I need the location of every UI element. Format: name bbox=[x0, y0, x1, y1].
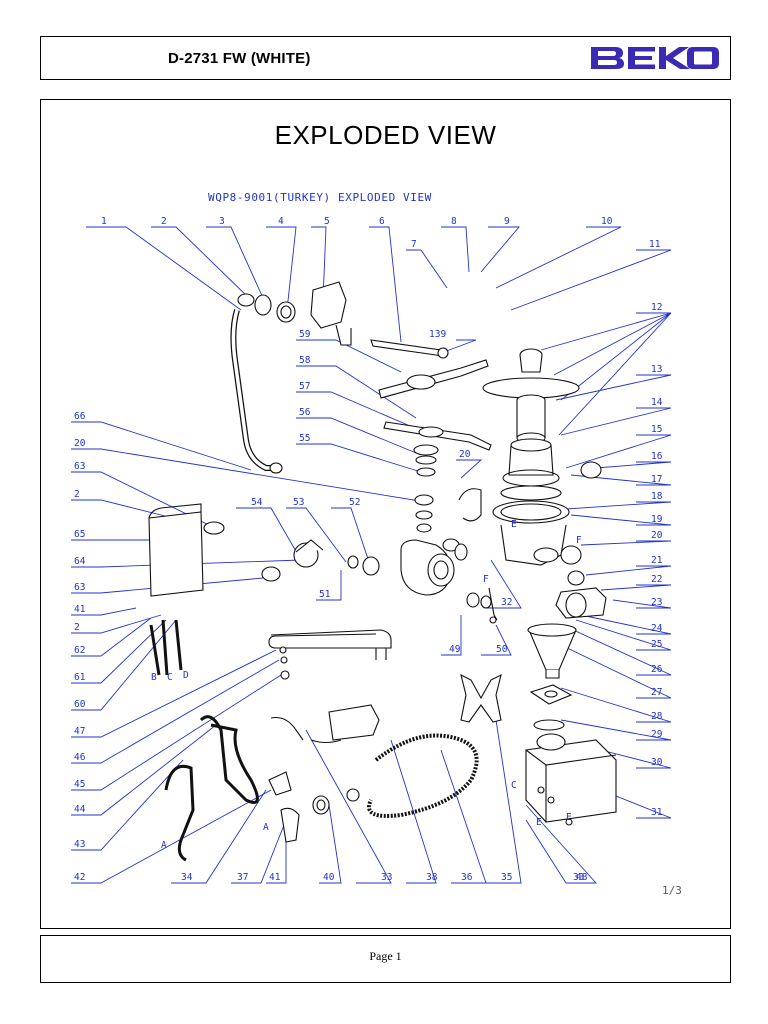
callout-label: 16 bbox=[651, 451, 663, 462]
callout-label: 20 bbox=[74, 438, 86, 449]
callout-label: 39 bbox=[41, 100, 53, 103]
part-letter: F bbox=[483, 574, 489, 585]
callout-label: 19 bbox=[651, 514, 663, 525]
callout-label: 64 bbox=[74, 556, 86, 567]
model-name: D-2731 FW (WHITE) bbox=[168, 50, 311, 67]
callout-label: 5 bbox=[324, 216, 330, 227]
callout-label: 43 bbox=[74, 839, 85, 850]
callout-label: 40 bbox=[323, 872, 335, 883]
page-number: Page 1 bbox=[369, 949, 402, 963]
callout-label: 60 bbox=[74, 699, 86, 710]
callout-label: 29 bbox=[651, 729, 663, 740]
part-letter: C bbox=[167, 672, 173, 683]
callout-label: 37 bbox=[237, 872, 248, 883]
callout-label: 54 bbox=[251, 497, 263, 508]
callout-label: 36 bbox=[461, 872, 473, 883]
callout-label: 4 bbox=[278, 216, 284, 227]
callout-label: 38 bbox=[426, 872, 438, 883]
part-letter: E bbox=[566, 812, 572, 823]
callout-label: 65 bbox=[74, 529, 85, 540]
callout-label: 57 bbox=[299, 381, 310, 392]
callout-label: 61 bbox=[74, 672, 86, 683]
page-fraction: 1/3 bbox=[662, 884, 682, 897]
callout-label: 2 bbox=[161, 216, 167, 227]
callout-label: 46 bbox=[74, 752, 86, 763]
part-letter: A bbox=[161, 840, 167, 851]
callout-label: 27 bbox=[651, 687, 662, 698]
callout-label: 62 bbox=[74, 645, 85, 656]
part-letter: F bbox=[576, 535, 582, 546]
callout-label: 14 bbox=[651, 397, 663, 408]
callout-label: 15 bbox=[651, 424, 662, 435]
callout-label: 45 bbox=[74, 779, 85, 790]
footer-bar: Page 1 bbox=[40, 935, 731, 983]
callout-label: 24 bbox=[651, 623, 663, 634]
callout-label: 6 bbox=[379, 216, 385, 227]
callout-label: 2 bbox=[74, 489, 80, 500]
callout-label: 63 bbox=[74, 582, 85, 593]
callout-label: 21 bbox=[651, 555, 663, 566]
callout-label: 53 bbox=[293, 497, 304, 508]
part-letter: B bbox=[151, 672, 157, 683]
callout-label: 10 bbox=[601, 216, 613, 227]
callout-label: 56 bbox=[299, 407, 311, 418]
callout-label: 58 bbox=[299, 355, 311, 366]
exploded-view-panel: WQP8-9001(TURKEY) EXPLODED VIEW 1/3 bbox=[40, 99, 731, 929]
diagram-subtitle: WQP8-9001(TURKEY) EXPLODED VIEW bbox=[208, 191, 432, 204]
callout-label: 34 bbox=[181, 872, 193, 883]
callout-label: 33 bbox=[381, 872, 392, 883]
callout-label: 31 bbox=[651, 807, 663, 818]
callout-label: 7 bbox=[411, 239, 417, 250]
callout-label: 51 bbox=[319, 589, 331, 600]
callout-label: 26 bbox=[651, 664, 663, 675]
callout-label: 22 bbox=[651, 574, 662, 585]
callout-label: 49 bbox=[449, 644, 461, 655]
callout-label: 28 bbox=[651, 711, 663, 722]
callout-label: 12 bbox=[651, 302, 662, 313]
callout-label: 41 bbox=[74, 604, 86, 615]
part-letter: D bbox=[183, 670, 189, 681]
callout-label: 48 bbox=[576, 872, 588, 883]
callout-label: 1 bbox=[101, 216, 107, 227]
callout-label: 50 bbox=[496, 644, 508, 655]
callout-label: 32 bbox=[501, 597, 512, 608]
callout-label: 8 bbox=[451, 216, 457, 227]
part-letter: E bbox=[536, 817, 542, 828]
callout-label: 35 bbox=[501, 872, 512, 883]
exploded-diagram: WQP8-9001(TURKEY) EXPLODED VIEW 1/3 bbox=[41, 100, 682, 897]
callout-label: 3 bbox=[219, 216, 225, 227]
beko-logo bbox=[589, 45, 721, 71]
callout-label: 55 bbox=[299, 433, 310, 444]
callout-label: 47 bbox=[74, 726, 85, 737]
callout-label: 44 bbox=[74, 804, 86, 815]
part-letter: C bbox=[511, 780, 517, 791]
parts-drawing bbox=[148, 281, 617, 862]
callout-label: 20 bbox=[651, 530, 663, 541]
page-title: EXPLODED VIEW bbox=[274, 120, 497, 150]
callout-label: 42 bbox=[74, 872, 85, 883]
header-bar: D-2731 FW (WHITE) bbox=[40, 36, 731, 80]
callout-label: 20 bbox=[459, 449, 471, 460]
callout-label: 11 bbox=[649, 239, 661, 250]
callout-label: 17 bbox=[651, 474, 662, 485]
part-letter: E bbox=[511, 519, 517, 530]
part-letter: A bbox=[263, 822, 269, 833]
callout-label: 41 bbox=[269, 872, 281, 883]
callout-label: 33 bbox=[573, 872, 584, 883]
callout-label: 23 bbox=[651, 597, 662, 608]
callout-label: 30 bbox=[651, 757, 663, 768]
callout-label: 13 bbox=[651, 364, 662, 375]
callout-leaders bbox=[71, 226, 672, 884]
callout-label: 66 bbox=[74, 411, 86, 422]
callout-label: 18 bbox=[651, 491, 663, 502]
callout-label: 9 bbox=[504, 216, 510, 227]
callout-label: 63 bbox=[74, 461, 85, 472]
callout-label: 139 bbox=[429, 329, 446, 340]
callout-label: 25 bbox=[651, 639, 662, 650]
callout-label: 2 bbox=[74, 622, 80, 633]
callout-label: 59 bbox=[299, 329, 311, 340]
callout-label: 52 bbox=[349, 497, 360, 508]
